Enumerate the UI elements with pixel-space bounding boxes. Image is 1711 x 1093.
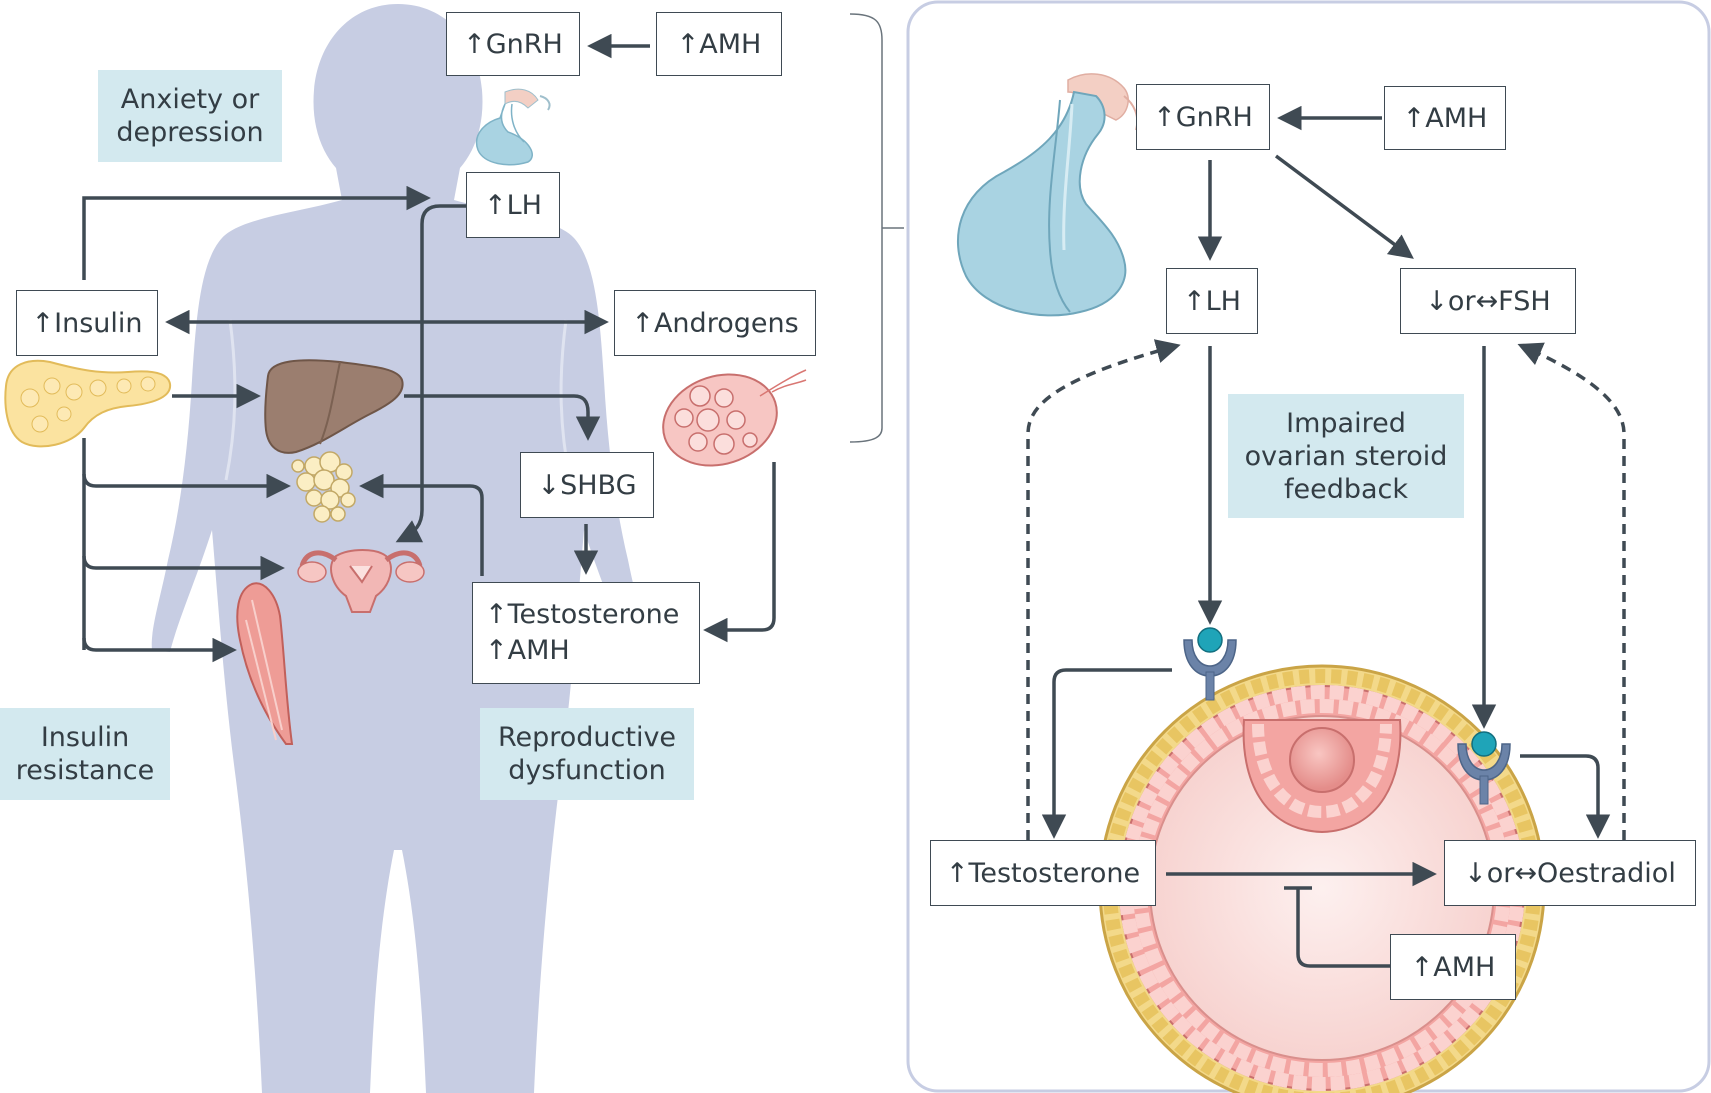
- arrow-liver-to-shbg: [404, 394, 601, 441]
- shbg-label: ↓SHBG: [537, 469, 637, 501]
- fsh-box: ↓or↔FSH: [1400, 268, 1576, 334]
- testosterone-label-left: ↑Testosterone: [485, 599, 680, 630]
- lh-label-left: ↑LH: [484, 189, 542, 221]
- impaired-feedback-tag: Impaired ovarian steroid feedback: [1228, 394, 1464, 518]
- liver-icon: [264, 359, 404, 454]
- lh-box-left: ↑LH: [466, 172, 560, 238]
- impaired-line-2: ovarian steroid: [1244, 440, 1448, 472]
- lh-label-right: ↑LH: [1183, 285, 1241, 317]
- amh-label-right: ↑AMH: [1402, 102, 1488, 134]
- pancreas-icon: [4, 359, 172, 448]
- androgens-box: ↑Androgens: [614, 290, 816, 356]
- lh-box-right: ↑LH: [1166, 268, 1258, 334]
- testosterone-amh-box-left: ↑Testosterone ↑AMH: [472, 582, 700, 684]
- impaired-line-3: feedback: [1283, 473, 1409, 505]
- arrow-oestradiol-feedback: [1517, 342, 1626, 840]
- inhibit-amh-aromatase: [1296, 888, 1394, 968]
- body-silhouette: [151, 4, 645, 1093]
- gnrh-box-right: ↑GnRH: [1136, 84, 1270, 150]
- arrow-fsh-receptor-to-oestradiol: [1520, 754, 1611, 839]
- adipose-tissue-icon: [291, 451, 356, 523]
- arrow-pancreas-to-fat: [82, 473, 291, 499]
- gnrh-label-right: ↑GnRH: [1153, 101, 1253, 133]
- amh-box-right: ↑AMH: [1384, 86, 1506, 150]
- insulin-box: ↑Insulin: [16, 290, 158, 356]
- amh-label-left-2: ↑AMH: [485, 635, 570, 666]
- amh-label-bottom: ↑AMH: [1410, 951, 1496, 983]
- shbg-box: ↓SHBG: [520, 452, 654, 518]
- arrow-testosterone-to-fat: [359, 473, 484, 576]
- muscle-icon: [236, 582, 294, 745]
- anxiety-line-1: Anxiety or: [120, 84, 260, 115]
- arrow-insulin-to-lh: [82, 185, 431, 280]
- reproductive-line-1: Reproductive: [497, 722, 677, 753]
- panel-bracket: [849, 13, 904, 443]
- arrow-gnrh-to-fsh: [1274, 154, 1414, 259]
- arrow-lh-receptor-to-testosterone: [1041, 668, 1172, 839]
- oestradiol-box: ↓or↔Oestradiol: [1444, 840, 1696, 906]
- fsh-label: ↓or↔FSH: [1425, 285, 1551, 317]
- reproductive-line-2: dysfunction: [508, 755, 666, 786]
- testosterone-label-right: ↑Testosterone: [945, 857, 1141, 889]
- insulin-resistance-tag: Insulin resistance: [0, 708, 170, 800]
- impaired-line-1: Impaired: [1286, 407, 1406, 439]
- arrow-testosterone-feedback: [1026, 339, 1181, 840]
- gnrh-box-left: ↑GnRH: [446, 12, 580, 76]
- arrow-pancreas-to-muscle: [82, 637, 237, 663]
- uterus-icon: [297, 549, 425, 613]
- amh-label-left: ↑AMH: [676, 28, 762, 60]
- fsh-receptor-icon: [1457, 731, 1511, 805]
- arrow-lh-to-uterus: [395, 204, 466, 543]
- ovary-icon: [662, 369, 807, 467]
- testosterone-box-right: ↑Testosterone: [930, 840, 1156, 906]
- right-arrows: [1026, 105, 1626, 968]
- oestradiol-label: ↓or↔Oestradiol: [1464, 857, 1676, 889]
- anxiety-line-2: depression: [116, 117, 264, 148]
- androgens-label: ↑Androgens: [631, 307, 799, 339]
- arrow-ovary-to-testosterone: [703, 462, 776, 643]
- pituitary-small-icon: [475, 88, 551, 166]
- amh-box-left: ↑AMH: [656, 12, 782, 76]
- insulin-resistance-line-2: resistance: [15, 755, 155, 786]
- insulin-resistance-line-1: Insulin: [40, 722, 130, 753]
- anxiety-depression-tag: Anxiety or depression: [98, 70, 282, 162]
- reproductive-dysfunction-tag: Reproductive dysfunction: [480, 708, 694, 800]
- amh-box-bottom: ↑AMH: [1390, 934, 1516, 1000]
- left-arrows: [82, 33, 776, 663]
- insulin-label: ↑Insulin: [31, 307, 143, 339]
- gnrh-label-left: ↑GnRH: [463, 28, 563, 60]
- body-contour-line: [224, 319, 237, 481]
- lh-receptor-icon: [1183, 627, 1237, 701]
- arrow-pancreas-to-uterus: [82, 555, 285, 581]
